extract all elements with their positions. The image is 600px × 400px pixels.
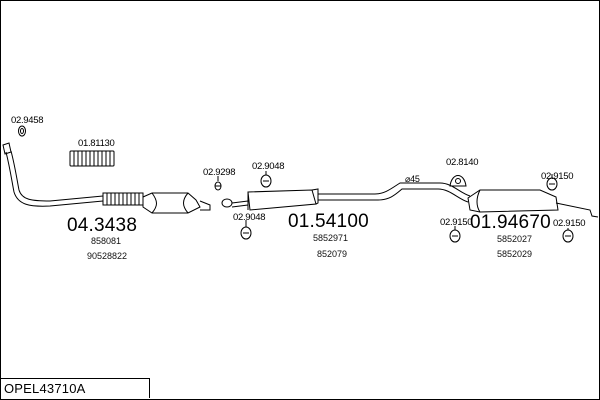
system-code: OPEL43710A [4,381,86,396]
mid-pipe [318,182,471,203]
part-rear-silencer: 01.94670 [470,212,551,233]
part-hanger-e: 02.9150 [553,218,586,229]
middle-silencer-icon [247,188,319,211]
oem-front-1: 858081 [91,236,122,246]
front-flange-icon [2,142,12,155]
hanger-d-icon [449,229,461,243]
part-hanger-a: 02.9048 [252,161,285,172]
oem-middle-2: 852079 [317,249,348,259]
part-pipe-assembly: 04.3438 [67,215,138,236]
part-hanger-b: 02.9048 [233,212,266,223]
part-hanger-d: 02.9150 [440,217,473,228]
catalytic-converter-icon [142,192,211,214]
part-clamp-a: 02.9298 [203,167,236,178]
part-middle-silencer: 01.54100 [288,211,369,232]
hanger-b-icon [240,226,252,240]
oem-rear-2: 5852029 [497,249,533,259]
oem-front-2: 90528822 [87,251,128,261]
clamp-b-icon [449,175,467,187]
part-clamp-b: 02.8140 [446,157,479,168]
connector-icon [221,198,249,208]
flex-pipe-icon [69,150,115,167]
rear-silencer-icon [467,189,599,218]
front-pipe [5,150,104,207]
system-code-box: OPEL43710A [0,378,150,398]
hanger-e-icon [562,229,574,243]
part-flex-pipe: 01.81130 [78,138,115,149]
part-gasket-top: 02.9458 [11,115,44,126]
clamp-a-icon [214,181,222,191]
hanger-a-icon [260,174,272,188]
oem-middle-1: 5852971 [313,233,349,243]
oem-rear-1: 5852027 [497,234,533,244]
pipe-diameter-label: ⌀45 [405,174,420,184]
flex-section [102,192,144,206]
gasket-top-icon [18,125,26,137]
part-hanger-c: 02.9150 [541,171,574,182]
